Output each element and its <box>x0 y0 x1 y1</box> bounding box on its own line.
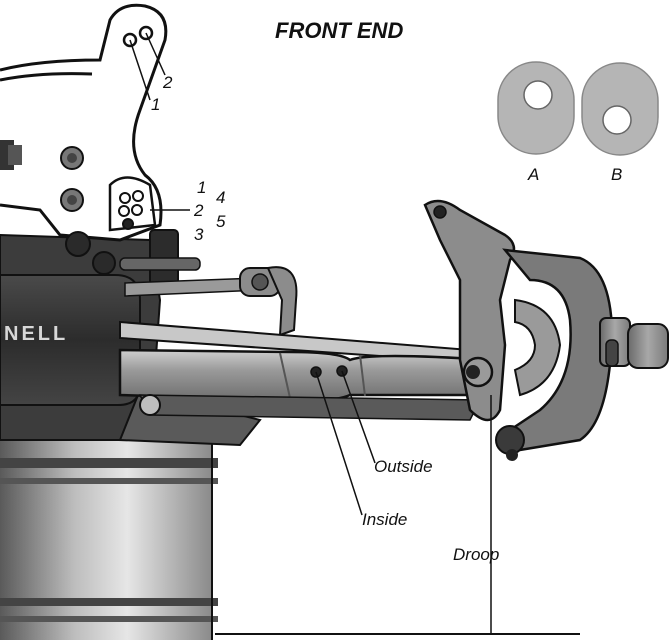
spacer-a-label: A <box>527 165 539 184</box>
diagram-title: FRONT END <box>275 18 403 43</box>
spacer-b-label: B <box>611 165 622 184</box>
spacer-a <box>497 61 575 155</box>
shock-tower <box>0 3 168 242</box>
outside-callout: Outside <box>374 457 433 476</box>
inside-callout: Inside <box>362 510 407 529</box>
upper-hole-label-1: 1 <box>151 95 160 114</box>
shock-body <box>65 229 201 291</box>
droop-label: Droop <box>453 545 499 564</box>
tire <box>0 440 218 640</box>
lower-hole-label-1: 1 <box>197 178 206 197</box>
leader-lines <box>129 32 492 635</box>
lower-arm <box>118 348 497 421</box>
camber-link <box>124 266 298 337</box>
brand-text: NELL <box>4 323 68 345</box>
lower-hole-label-3: 3 <box>194 225 204 244</box>
lower-hole-label-4: 4 <box>216 188 225 207</box>
upper-hole-label-2: 2 <box>162 73 173 92</box>
axle-hub <box>599 317 669 369</box>
spacer-b <box>581 62 659 156</box>
steering-knuckle <box>423 199 614 461</box>
lower-hole-label-2: 2 <box>193 201 204 220</box>
lower-hole-label-5: 5 <box>216 212 226 231</box>
